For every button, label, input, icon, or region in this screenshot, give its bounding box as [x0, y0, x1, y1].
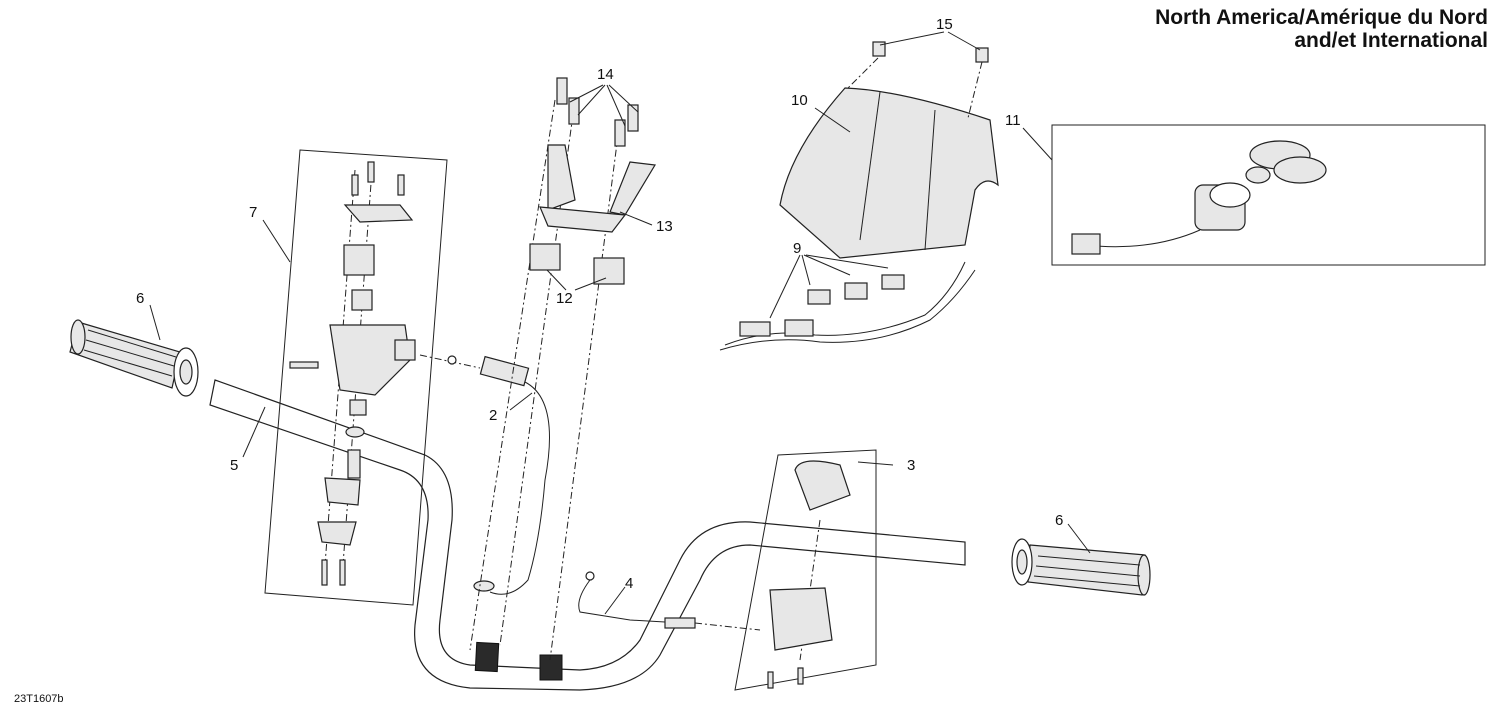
throttle-housing-group: [734, 449, 877, 691]
throttle-cable: [419, 354, 550, 595]
callout-15: 15: [936, 16, 953, 33]
throttle-cable-lower: [578, 571, 761, 631]
riser-clamp-group: [469, 77, 656, 661]
region-title: North America/Amérique du Nord and/et In…: [1155, 6, 1488, 52]
handlebar: [209, 379, 966, 691]
callout-labels: 2 3 4 5 6 6 7 9 10 11 12 13 14 15: [136, 16, 1063, 592]
ignition-switch-group: [1051, 124, 1486, 266]
callout-10: 10: [791, 92, 808, 109]
region-title-line-1: North America/Amérique du Nord: [1155, 6, 1488, 29]
callout-7: 7: [249, 204, 257, 221]
diagram-code: 23T1607b: [14, 693, 64, 705]
wiring-harness: [719, 261, 976, 351]
left-grip: [69, 319, 199, 397]
brake-assembly-group: [264, 149, 448, 606]
callout-13: 13: [656, 218, 673, 235]
callout-3: 3: [907, 457, 915, 474]
region-title-line-2: and/et International: [1294, 29, 1488, 52]
windshield: [779, 41, 999, 259]
callout-11: 11: [1005, 112, 1021, 129]
right-grip: [1011, 538, 1151, 596]
leader-lines: [149, 31, 1091, 615]
callout-4: 4: [625, 575, 633, 592]
callout-5: 5: [230, 457, 238, 474]
callout-12: 12: [556, 290, 573, 307]
callout-6-left: 6: [136, 290, 144, 307]
callout-14: 14: [597, 66, 614, 83]
callout-9: 9: [793, 240, 801, 257]
callout-6-right: 6: [1055, 512, 1063, 529]
callout-2: 2: [489, 407, 497, 424]
